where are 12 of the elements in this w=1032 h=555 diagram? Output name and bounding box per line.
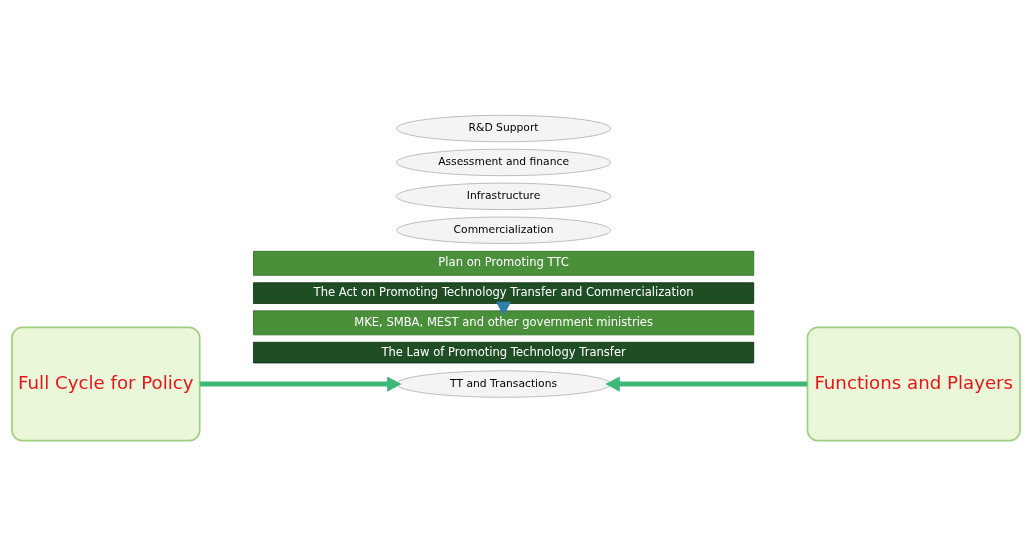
node-ellipse: Assessment and finance xyxy=(396,148,612,176)
node-ellipse: TT and Transactions xyxy=(396,369,612,398)
node-box: Plan on Promoting TTC xyxy=(253,250,755,276)
node-box: Functions and Players xyxy=(806,326,1021,441)
arrow xyxy=(605,376,808,392)
node-ellipse: R&D Support xyxy=(396,114,612,142)
node-box: The Law of Promoting Technology Transfer xyxy=(253,341,755,363)
node-box: MKE, SMBA, MEST and other government ministries xyxy=(253,309,755,335)
node-ellipse: Commercialization xyxy=(396,216,612,244)
arrow xyxy=(199,376,402,392)
node-box: Full Cycle for Policy xyxy=(11,326,201,441)
node-ellipse: Infrastructure xyxy=(396,182,612,210)
